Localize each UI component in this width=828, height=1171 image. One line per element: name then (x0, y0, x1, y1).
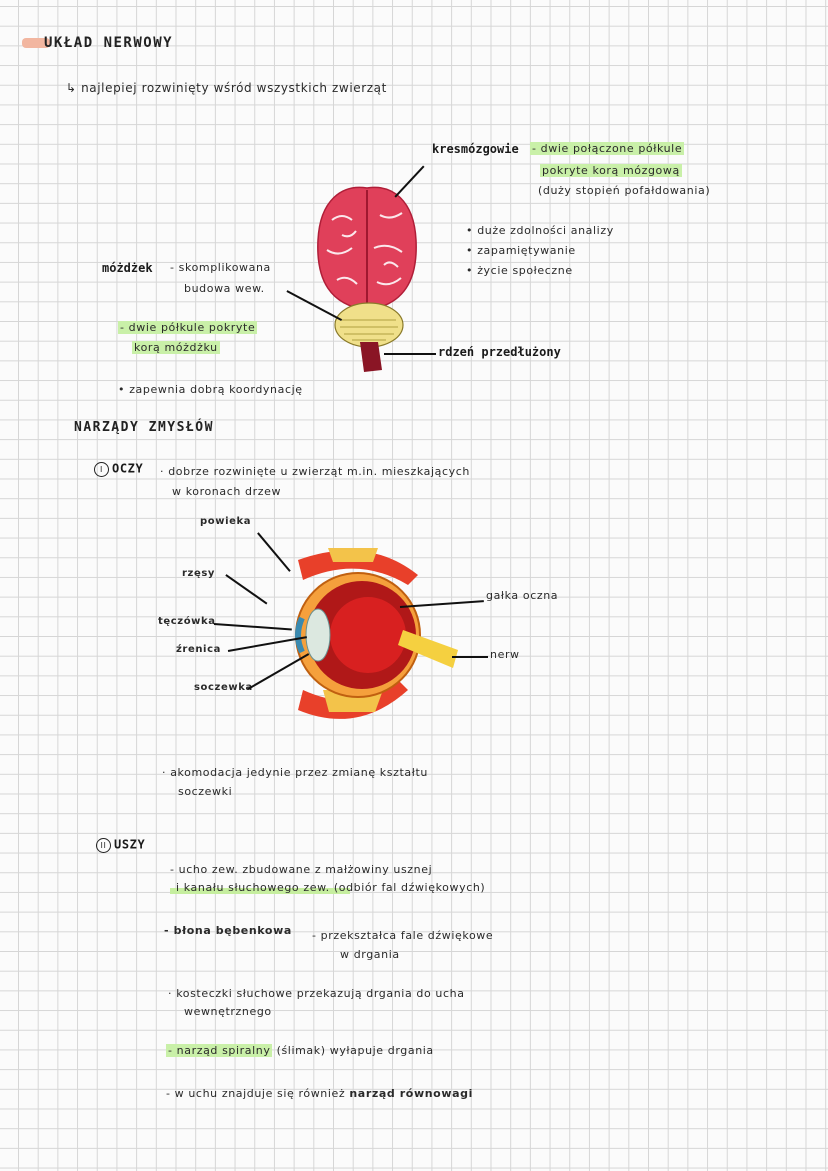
label-soczewka: soczewka (194, 682, 253, 693)
mozdzek-sub1: - dwie półkule pokryte (118, 321, 258, 334)
mozdzek-label: móżdżek (102, 261, 153, 275)
ears-item2-desc2: w drgania (340, 948, 400, 961)
label-zrenica: źrenica (176, 644, 221, 655)
arrow-icon: ↳ (66, 81, 77, 95)
ears-item4: - narząd spiralny (ślimak) wyłapuje drga… (166, 1044, 434, 1057)
number-badge: I (94, 462, 109, 477)
mozdzek-desc2: budowa wew. (184, 282, 265, 295)
eyes-note2: soczewki (178, 785, 233, 798)
kresomozgowie-desc2: pokryte korą mózgową (540, 164, 682, 177)
ears-item1a: - ucho zew. zbudowane z małżowiny usznej (170, 863, 433, 876)
label-nerw: nerw (490, 648, 520, 661)
brain-illustration (317, 186, 417, 372)
brain-bullet-2: • zapamiętywanie (466, 244, 576, 257)
kresomozgowie-desc3: (duży stopień pofałdowania) (538, 184, 711, 197)
senses-heading: NARZĄDY ZMYSŁÓW (74, 420, 214, 435)
pointer-line (384, 353, 436, 355)
ears-item3a: · kosteczki słuchowe przekazują drgania … (168, 987, 465, 1000)
title-marker (22, 38, 50, 48)
intro-text: najlepiej rozwinięty wśród wszystkich zw… (81, 81, 387, 95)
ears-item2-term: - błona bębenkowa (164, 924, 292, 937)
rdzen-label: rdzeń przedłużony (438, 345, 561, 359)
page-title: UKŁAD NERWOWY (44, 35, 174, 51)
kresomozgowie-label: kresmózgowie (432, 142, 519, 156)
intro-line: ↳ najlepiej rozwinięty wśród wszystkich … (66, 81, 387, 95)
label-rzesy: rzęsy (182, 568, 216, 579)
eye-illustration (295, 548, 458, 719)
mozdzek-desc1: - skomplikowana (170, 261, 271, 274)
highlight-mark (170, 888, 350, 894)
label-powieka: powieka (200, 516, 252, 527)
brain-bullet-3: • życie społeczne (466, 264, 573, 277)
number-badge: II (96, 838, 111, 853)
eyes-note1: · akomodacja jedynie przez zmianę kształ… (162, 766, 428, 779)
label-galka: gałka oczna (486, 589, 559, 602)
ears-item1b: i kanału słuchowego zew. (odbiór fal dźw… (176, 881, 486, 894)
eyes-desc1: · dobrze rozwinięte u zwierząt m.in. mie… (160, 465, 470, 478)
brain-bullet-1: • duże zdolności analizy (466, 224, 614, 237)
kresomozgowie-desc1: - dwie połączone półkule (530, 142, 685, 155)
ears-item5: - w uchu znajduje się również narząd rów… (166, 1087, 473, 1100)
ears-item2-desc1: - przekształca fale dźwiękowe (312, 929, 494, 942)
label-teczowka: tęczówka (158, 616, 216, 627)
eyes-desc2: w koronach drzew (172, 485, 282, 498)
pointer-line (452, 656, 488, 658)
mozdzek-bullet: • zapewnia dobrą koordynację (118, 383, 303, 396)
mozdzek-sub2: korą móżdżku (132, 341, 220, 354)
ears-item3b: wewnętrznego (184, 1005, 272, 1018)
